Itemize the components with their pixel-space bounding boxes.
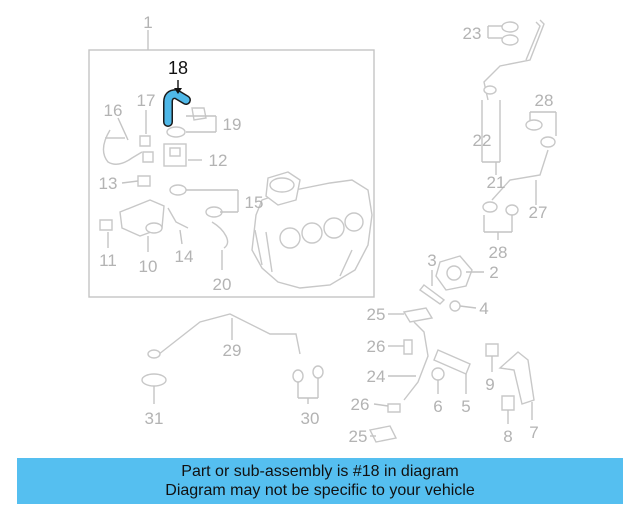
gasket-part-2	[435, 255, 473, 291]
hose-part-14	[167, 207, 189, 229]
callout-25-top: 25	[367, 305, 386, 324]
leader-lines	[107, 25, 557, 437]
clamp-part-15	[169, 184, 223, 218]
pipe-part-29	[147, 313, 301, 359]
bolt-part-9	[485, 343, 499, 357]
callout-31: 31	[145, 409, 164, 428]
callout-7: 7	[529, 423, 538, 442]
callout-28-top: 28	[535, 91, 554, 110]
info-banner-line-1: Part or sub-assembly is #18 in diagram	[181, 463, 459, 480]
pipe-part-24	[403, 321, 429, 401]
gasket-part-23	[501, 21, 519, 46]
hose-part-18[interactable]	[163, 88, 191, 127]
callout-5: 5	[461, 397, 470, 416]
callout-18[interactable]: 18	[168, 58, 188, 78]
bracket-part-7	[498, 351, 535, 405]
clamp-part-17	[139, 135, 154, 163]
stud-part-3	[418, 284, 446, 305]
callout-12: 12	[209, 151, 228, 170]
callout-4: 4	[479, 299, 488, 318]
callout-17: 17	[137, 91, 156, 110]
callout-25-bottom: 25	[349, 427, 368, 446]
nut-part-4	[449, 300, 461, 312]
valve-part-12	[163, 143, 187, 167]
callout-10: 10	[139, 257, 158, 276]
bolt-part-11	[99, 219, 113, 231]
callout-9: 9	[485, 375, 494, 394]
gasket-part-30	[292, 365, 324, 383]
info-banner: Part or sub-assembly is #18 in diagram D…	[17, 458, 623, 504]
callout-29: 29	[223, 341, 242, 360]
clamp-part-19	[166, 107, 207, 138]
fitting-part-22	[483, 85, 497, 95]
info-banner-line-2: Diagram may not be specific to your vehi…	[165, 482, 475, 499]
callout-21: 21	[487, 173, 506, 192]
callout-8: 8	[503, 427, 512, 446]
callout-26-bottom: 26	[351, 395, 370, 414]
valve-part-10	[119, 199, 165, 237]
assembly-box	[88, 49, 375, 298]
callout-14: 14	[175, 247, 194, 266]
callout-24: 24	[367, 367, 386, 386]
callout-1: 1	[143, 13, 152, 32]
gasket-part-25	[368, 307, 434, 443]
cap-part-31	[141, 373, 167, 387]
callout-16: 16	[104, 101, 123, 120]
callout-27: 27	[529, 203, 548, 222]
callout-6: 6	[433, 397, 442, 416]
bolt-part-8	[501, 395, 515, 411]
callout-30: 30	[301, 409, 320, 428]
callout-2: 2	[489, 263, 498, 282]
callout-23: 23	[463, 24, 482, 43]
exhaust-manifold-part	[251, 171, 373, 289]
callout-11: 11	[99, 251, 117, 270]
pipe-part-27	[491, 119, 556, 201]
callout-22: 22	[473, 131, 492, 150]
callout-15: 15	[245, 193, 264, 212]
callout-3: 3	[427, 251, 436, 270]
callout-13: 13	[99, 174, 118, 193]
callout-19: 19	[223, 115, 242, 134]
hose-part-20	[211, 221, 229, 249]
bolt-part-13	[137, 175, 151, 187]
pipe-part-21	[483, 19, 545, 101]
callout-26-top: 26	[367, 337, 386, 356]
callout-20: 20	[213, 275, 232, 294]
gasket-part-28	[482, 201, 519, 216]
callout-28-bottom: 28	[489, 243, 508, 262]
bolt-part-26	[387, 339, 413, 413]
hose-part-16	[102, 129, 143, 165]
nut-part-6	[431, 367, 445, 381]
